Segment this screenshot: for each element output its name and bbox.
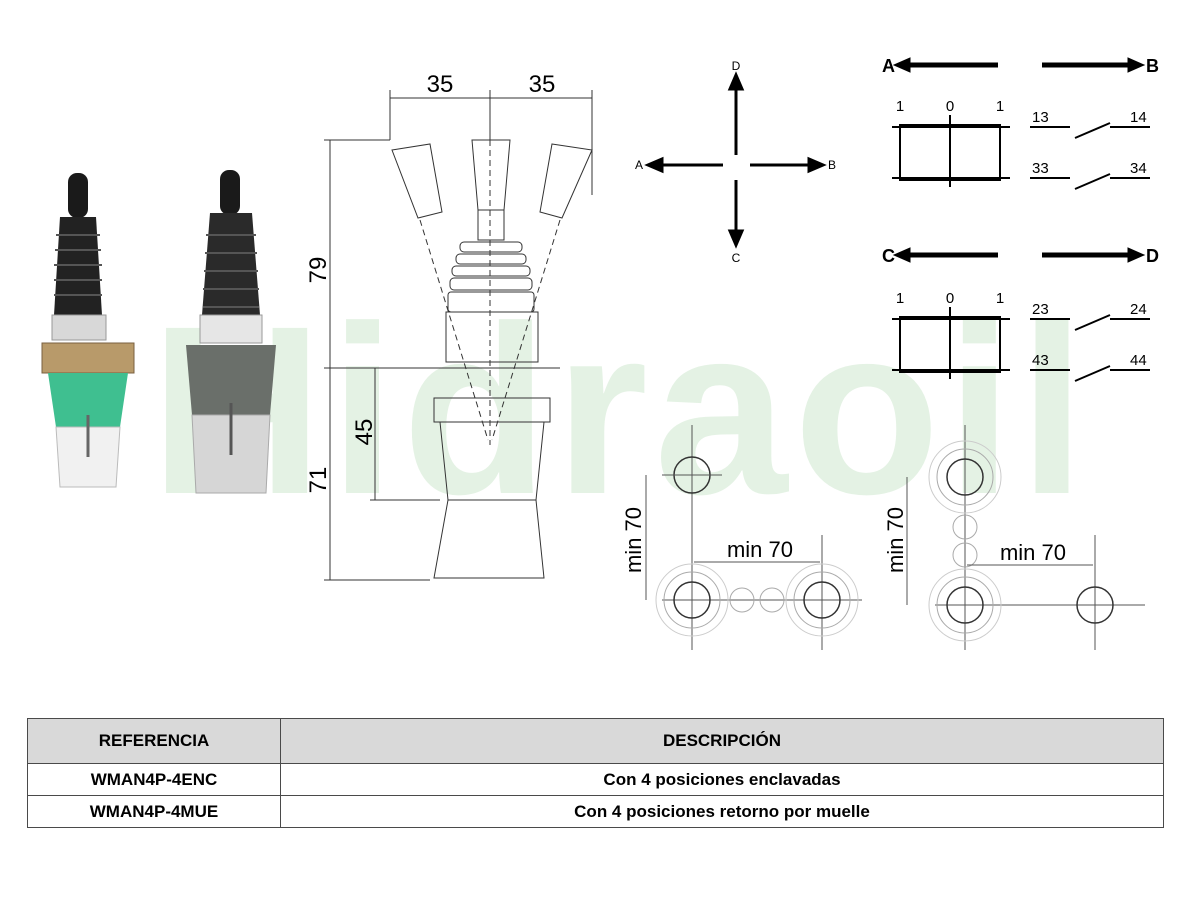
contact-schematic: A B 1 0 1 13 14 33 34 C D 1 0 1 23 24 43 bbox=[882, 56, 1159, 382]
direction-label-b: B bbox=[828, 158, 836, 172]
dim-label-71: 71 bbox=[305, 467, 332, 494]
top-position-1-left: 1 bbox=[896, 98, 904, 115]
contact-23: 23 bbox=[1032, 301, 1049, 318]
contact-43: 43 bbox=[1032, 352, 1049, 369]
direction-label-c: C bbox=[732, 251, 741, 265]
table-cell-desc: Con 4 posiciones enclavadas bbox=[280, 763, 1164, 796]
joystick-dimension-drawing: 35 35 79 71 45 bbox=[305, 71, 593, 581]
top-position-1-right: 1 bbox=[996, 98, 1004, 115]
contact-14: 14 bbox=[1130, 109, 1147, 126]
mounting-diagram-muelle: min 70 min 70 bbox=[885, 425, 1145, 650]
product-photo-grey bbox=[186, 170, 276, 494]
product-photo-green bbox=[41, 173, 135, 488]
min70-vertical-label-2: min 70 bbox=[885, 507, 908, 573]
table-cell-ref: WMAN4P-4ENC bbox=[27, 763, 281, 796]
header-referencia: REFERENCIA bbox=[27, 718, 281, 764]
contact-33: 33 bbox=[1032, 160, 1049, 177]
schematic-label-a: A bbox=[882, 56, 895, 76]
contact-34: 34 bbox=[1130, 160, 1147, 177]
watermark-logo: Hidraoil bbox=[150, 276, 1092, 544]
table-cell-ref: WMAN4P-4MUE bbox=[27, 795, 281, 828]
contact-24: 24 bbox=[1130, 301, 1147, 318]
dim-label-35-left: 35 bbox=[427, 71, 454, 98]
schematic-label-d: D bbox=[1146, 246, 1159, 266]
bottom-position-0: 0 bbox=[946, 290, 954, 307]
table-row: WMAN4P-4ENC Con 4 posiciones enclavadas bbox=[27, 763, 1164, 796]
bottom-position-1-left: 1 bbox=[896, 290, 904, 307]
dim-label-45: 45 bbox=[351, 419, 378, 446]
dim-label-79: 79 bbox=[305, 257, 332, 284]
direction-label-a: A bbox=[635, 158, 643, 172]
table-header-row: REFERENCIA DESCRIPCIÓN bbox=[27, 718, 1164, 764]
dim-label-35-right: 35 bbox=[529, 71, 556, 98]
top-position-0: 0 bbox=[946, 98, 954, 115]
schematic-label-c: C bbox=[882, 246, 895, 266]
schematic-label-b: B bbox=[1146, 56, 1159, 76]
min70-horizontal-label-1: min 70 bbox=[727, 537, 793, 562]
table-row: WMAN4P-4MUE Con 4 posiciones retorno por… bbox=[27, 795, 1164, 828]
header-descripcion: DESCRIPCIÓN bbox=[280, 718, 1164, 764]
product-photos bbox=[41, 170, 276, 494]
mounting-diagram-enclavada: min 70 min 70 bbox=[621, 425, 862, 650]
direction-cross-diagram: D C A B bbox=[635, 59, 836, 265]
reference-table: REFERENCIA DESCRIPCIÓN WMAN4P-4ENC Con 4… bbox=[27, 718, 1164, 828]
contact-44: 44 bbox=[1130, 352, 1147, 369]
table-cell-desc: Con 4 posiciones retorno por muelle bbox=[280, 795, 1164, 828]
bottom-position-1-right: 1 bbox=[996, 290, 1004, 307]
min70-horizontal-label-2: min 70 bbox=[1000, 540, 1066, 565]
direction-label-d: D bbox=[732, 59, 741, 73]
contact-13: 13 bbox=[1032, 109, 1049, 126]
min70-vertical-label-1: min 70 bbox=[621, 507, 646, 573]
